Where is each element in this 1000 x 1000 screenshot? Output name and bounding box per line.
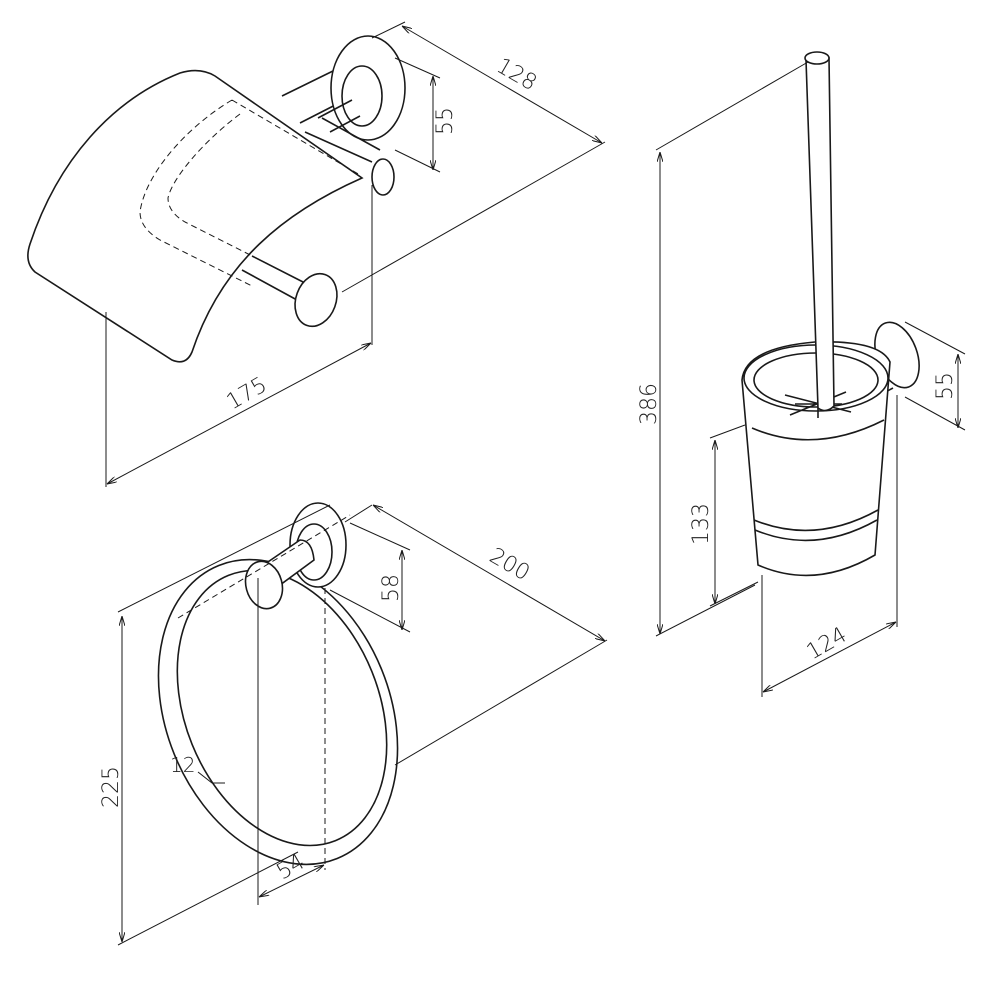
dim-ring-height: 225 [99, 766, 124, 808]
upper-rod-extension [304, 117, 381, 163]
dim-ring-depth: 200 [485, 544, 534, 587]
upper-knob [371, 158, 395, 196]
brush-handle [805, 57, 835, 412]
hidden-roll-rod [139, 99, 361, 287]
ring-inner [176, 569, 388, 847]
rod-to-plate [317, 99, 361, 133]
lower-knob [294, 272, 338, 328]
towel-ring-drawing: 200 58 225 54 12 [99, 502, 608, 946]
toilet-brush-drawing: 386 133 55 124 [637, 51, 966, 697]
dim-plate-height: 55 [433, 107, 458, 135]
dim-brush-plate-height: 55 [933, 372, 958, 400]
dim-cup-height: 133 [689, 503, 714, 545]
brush-handle-top [804, 51, 830, 65]
dim-brush-height: 386 [637, 383, 662, 425]
ring-knob [244, 560, 284, 610]
lower-rod [241, 255, 306, 301]
brush-cup [741, 341, 891, 577]
paper-holder-drawing: 55 128 175 [27, 21, 606, 487]
dim-ring-plate-height: 58 [379, 574, 404, 602]
dim-ring-thickness: 12 [170, 753, 195, 777]
wall-plate-inner [341, 65, 383, 127]
dim-depth: 128 [492, 54, 541, 97]
cup-band [751, 419, 885, 542]
